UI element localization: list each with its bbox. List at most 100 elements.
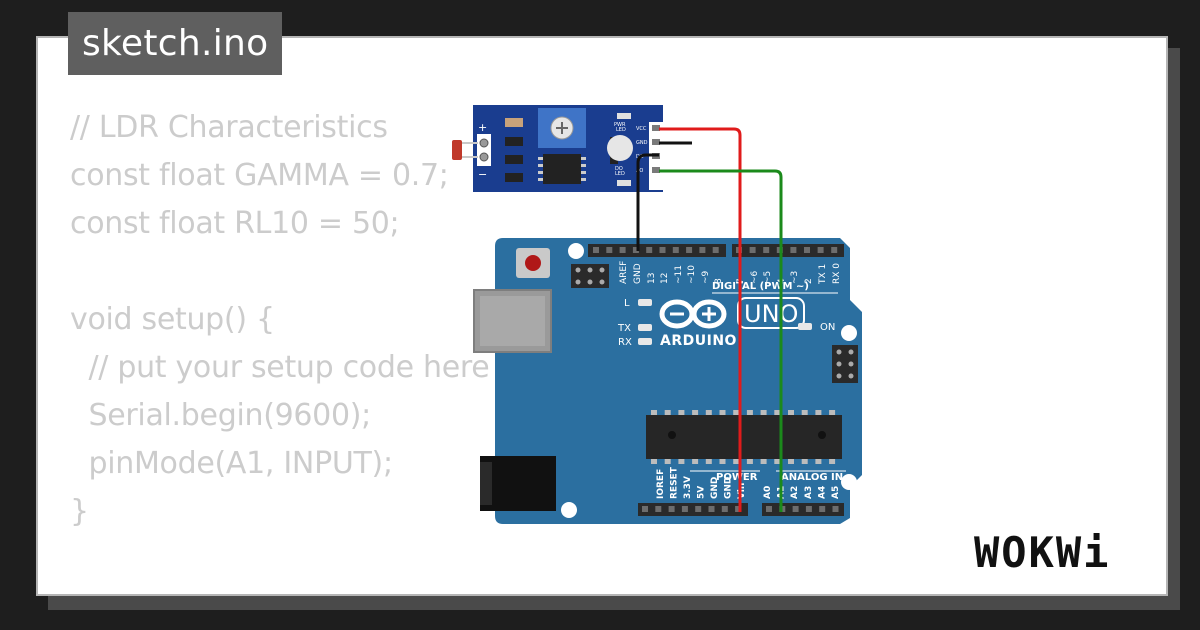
code-line: const float GAMMA = 0.7;: [70, 158, 449, 193]
digital-pin-label: GND: [633, 263, 643, 284]
icsp-header-right: [832, 345, 858, 383]
power-on-led: [798, 323, 812, 330]
mounting-hole: [561, 502, 577, 518]
header-pin[interactable]: [805, 506, 812, 512]
smd-resistor: [505, 137, 523, 146]
digital-pin-label: ~3: [790, 271, 800, 284]
header-pin[interactable]: [766, 506, 772, 512]
tx-led: [638, 324, 652, 331]
header-pin[interactable]: [817, 247, 824, 253]
power-pin-label: RESET: [670, 466, 680, 499]
comparator-chip: [538, 154, 586, 184]
header-pin[interactable]: [708, 506, 715, 512]
sensor-pin-label: VCC: [636, 126, 647, 132]
arduino-logo-text: ARDUINO: [660, 333, 737, 349]
code-line: void setup() {: [70, 302, 275, 337]
power-header-label: POWER: [716, 472, 758, 483]
code-line: // put your setup code here: [70, 350, 490, 385]
sensor-pin[interactable]: [652, 125, 660, 131]
digital-pin-label: ~11: [674, 265, 684, 284]
plus-label: +: [478, 121, 487, 134]
digital-pin-label: TX 1: [818, 264, 828, 285]
header-pin[interactable]: [593, 247, 599, 253]
header-pin[interactable]: [632, 247, 639, 253]
header-pin[interactable]: [619, 247, 626, 253]
analog-pin-label: A0: [763, 486, 773, 499]
digital-pin-label: ~10: [687, 265, 697, 284]
header-pin[interactable]: [735, 506, 742, 512]
digital-pin-label: RX 0: [832, 263, 842, 284]
analog-header-label: ANALOG IN: [781, 472, 843, 483]
sensor-pin[interactable]: [652, 167, 660, 173]
smd-resistor: [505, 118, 523, 127]
rx-led: [638, 338, 652, 345]
icsp-header-top: [571, 264, 609, 288]
header-pin[interactable]: [659, 247, 666, 253]
header-pin[interactable]: [832, 506, 839, 512]
sketch-file-title: sketch.ino: [68, 12, 283, 75]
header-pin[interactable]: [712, 247, 719, 253]
header-pin[interactable]: [695, 506, 702, 512]
digital-pin-label: ~6: [750, 270, 760, 284]
code-line: pinMode(A1, INPUT);: [70, 446, 393, 481]
wire-ao-to-a1[interactable]: [659, 169, 783, 512]
digital-header-label: DIGITAL (PWM ~): [712, 281, 809, 292]
header-pin[interactable]: [642, 506, 648, 512]
analog-header: [762, 503, 844, 516]
header-pin[interactable]: [655, 506, 662, 512]
sensor-pin-label: AO: [636, 168, 643, 174]
analog-pin-label: A2: [790, 486, 800, 499]
header-pin[interactable]: [804, 247, 810, 253]
wokwi-logo: WOKWi: [974, 528, 1111, 577]
analog-pin-label: A3: [804, 486, 814, 499]
sensor-pin[interactable]: [652, 139, 660, 145]
photoresistor-icon: [452, 140, 462, 160]
digital-pin-label: 12: [660, 273, 670, 284]
header-pin[interactable]: [831, 247, 838, 253]
header-pin[interactable]: [749, 247, 756, 253]
digital-pin-label: 8: [714, 278, 724, 284]
digital-pin-label: 13: [647, 273, 657, 284]
header-pin[interactable]: [681, 506, 688, 512]
code-line: const float RL10 = 50;: [70, 206, 400, 241]
header-pin[interactable]: [686, 247, 693, 253]
power-pin-label: 3.3V: [683, 476, 693, 499]
reset-button-cap[interactable]: [525, 255, 541, 271]
digital-pin-label: 2: [804, 278, 814, 284]
mounting-hole: [841, 474, 857, 490]
header-pin[interactable]: [606, 247, 613, 253]
digital-pin-label: ~9: [701, 270, 711, 284]
mounting-hole: [568, 243, 584, 259]
header-pin[interactable]: [790, 247, 797, 253]
wire-gnd-to-gnd[interactable]: [636, 153, 659, 251]
header-pin[interactable]: [763, 247, 770, 253]
header-pin[interactable]: [668, 506, 675, 512]
power-pin-label: GND: [710, 477, 720, 499]
header-pin[interactable]: [792, 506, 799, 512]
rx-led-label: RX: [618, 337, 632, 348]
code-editor-preview: // LDR Characteristics const float GAMMA…: [70, 104, 490, 594]
smd-resistor: [505, 173, 523, 182]
header-pin[interactable]: [646, 247, 653, 253]
header-pin[interactable]: [721, 506, 728, 512]
do-led: [607, 135, 633, 161]
arduino-logo-icon: [659, 299, 727, 329]
header-pin[interactable]: [819, 506, 826, 512]
power-pin-label: 5V: [697, 486, 707, 499]
code-line: void loop() {: [70, 584, 489, 594]
header-pin[interactable]: [672, 247, 679, 253]
digital-header-right: [732, 244, 844, 257]
wire-vcc-to-5v[interactable]: [659, 127, 742, 512]
power-header: [638, 503, 748, 516]
code-line: Serial.begin(9600);: [70, 398, 371, 433]
header-pin[interactable]: [699, 247, 706, 253]
minus-label: −: [478, 168, 487, 181]
code-line: // LDR Characteristics: [70, 110, 388, 145]
power-pin-label: IOREF: [656, 469, 666, 499]
tx-led-label: TX: [617, 323, 631, 334]
